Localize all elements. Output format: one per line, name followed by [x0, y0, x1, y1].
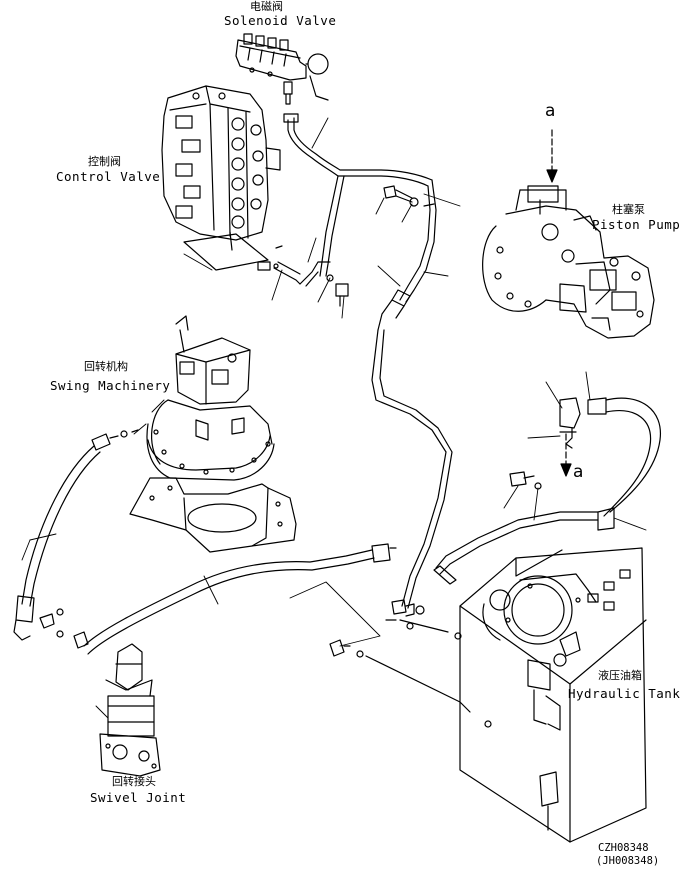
swivel-joint-label-en: Swivel Joint	[90, 790, 187, 805]
solenoid-valve	[236, 34, 328, 104]
swivel-joint-label-cn: 回转接头	[112, 775, 156, 788]
control-valve-fittings	[258, 246, 348, 306]
pilot-hose	[284, 114, 436, 330]
view-a-top-label: a	[545, 101, 556, 121]
hydraulic-tank-label-cn: 液压油箱	[598, 669, 642, 682]
piston-pump	[483, 186, 654, 338]
piston-pump-label-en: Piston Pump	[592, 217, 681, 232]
swing-fittings	[14, 430, 138, 648]
view-arrow-a-top	[547, 130, 557, 182]
swing-return-pipe	[84, 544, 396, 654]
hydraulic-tank-label-en: Hydraulic Tank	[568, 686, 681, 701]
swing-machinery-label-en: Swing Machinery	[50, 378, 171, 393]
drawing-code: CZH08348	[598, 842, 649, 854]
view-a-bottom-label: a	[573, 462, 584, 482]
drawing-code-secondary: (JH008348)	[596, 855, 660, 867]
control-valve-label-cn: 控制阀	[88, 155, 121, 168]
piston-pump-label-cn: 柱塞泵	[612, 203, 645, 216]
leader-lines	[22, 118, 646, 718]
solenoid-valve-label-cn: 电磁阀	[250, 0, 283, 13]
control-valve	[162, 86, 280, 270]
swivel-joint	[100, 644, 160, 776]
swing-machinery-label-cn: 回转机构	[84, 360, 128, 373]
swing-machinery	[130, 316, 296, 552]
solenoid-valve-label-en: Solenoid Valve	[224, 13, 337, 28]
tank-fittings	[330, 600, 491, 727]
bolts	[384, 186, 434, 206]
tank-bolt	[510, 472, 541, 489]
control-valve-label-en: Control Valve	[56, 169, 161, 184]
suction-hose	[434, 398, 660, 584]
view-arrow-a-bottom	[561, 434, 571, 476]
return-pipe	[372, 330, 452, 608]
hydraulic-tank	[460, 548, 646, 842]
